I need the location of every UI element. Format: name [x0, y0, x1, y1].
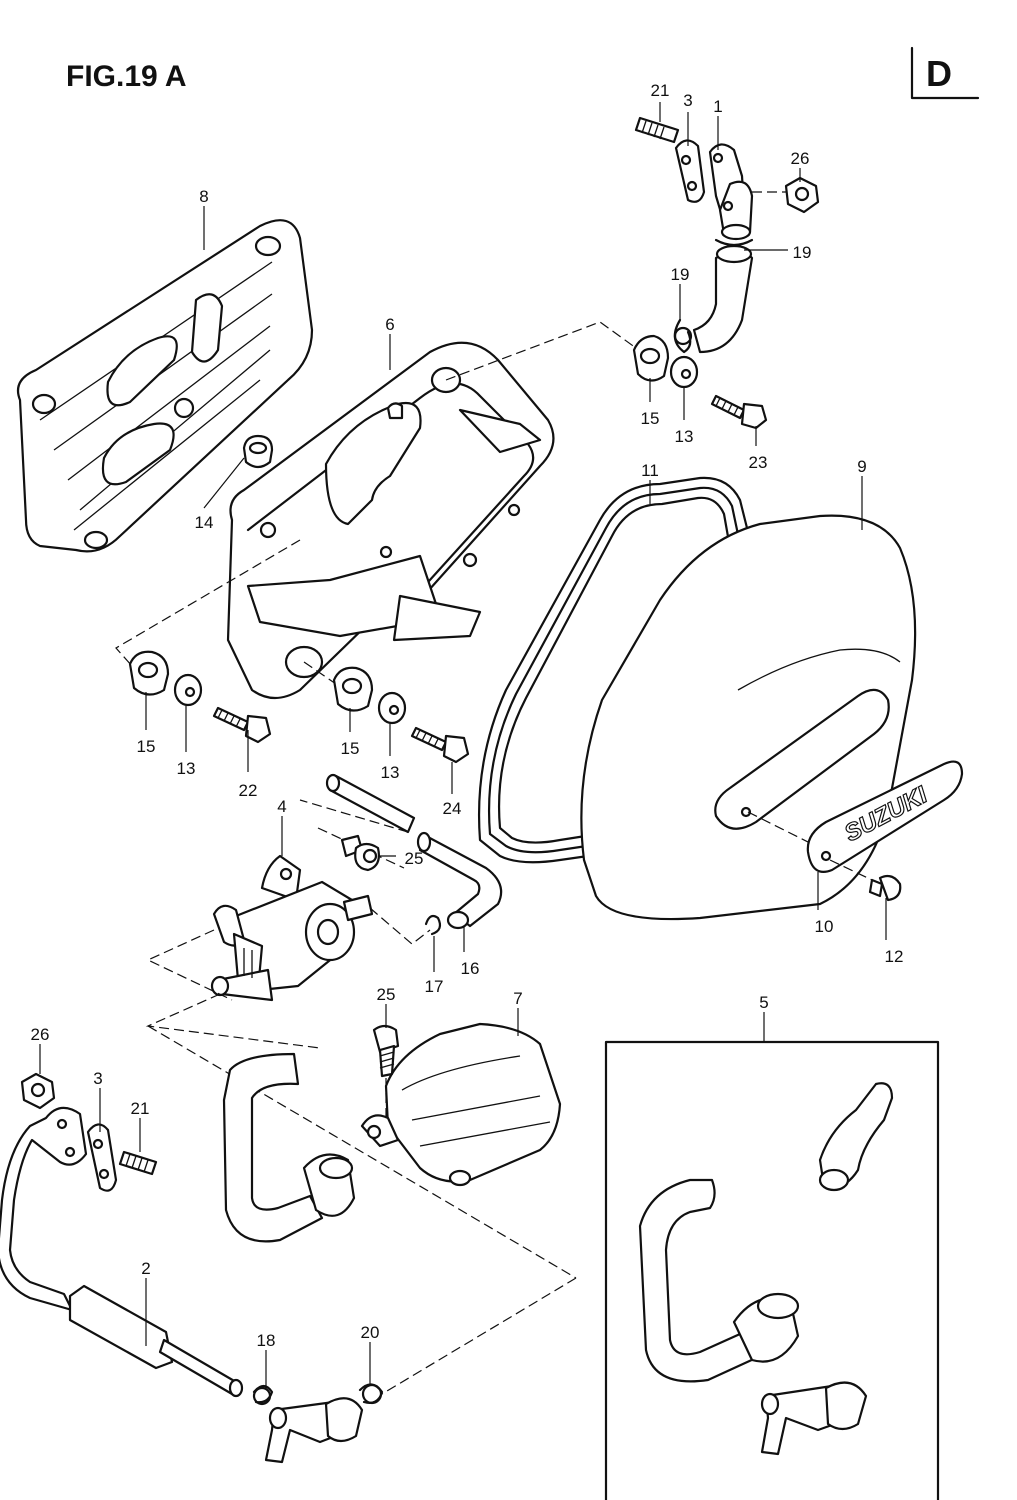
callout-15-left: 15	[137, 737, 156, 756]
alignment-line-cock-left	[146, 929, 233, 1001]
callout-15-mid: 15	[341, 739, 360, 758]
callout-13-top: 13	[675, 427, 694, 446]
screw-25-upper	[340, 834, 380, 872]
stud-bolt-21-lower	[118, 1150, 158, 1176]
callout-4: 4	[277, 797, 286, 816]
washer-13-mid	[377, 691, 407, 725]
fuel-tank-7	[360, 1022, 562, 1187]
callout-22: 22	[239, 781, 258, 800]
alignment-line-long	[147, 1025, 577, 1279]
callout-26-lower: 26	[31, 1025, 50, 1044]
callout-25-upper: 25	[405, 849, 424, 868]
alignment-line-20	[381, 1277, 577, 1395]
bolt-24	[410, 726, 470, 764]
bolt-22	[212, 706, 272, 744]
hose-clip-19-upper	[714, 238, 754, 247]
alignment-line-15-left	[115, 539, 301, 667]
callout-1: 1	[713, 97, 722, 116]
callout-24: 24	[443, 799, 462, 818]
alignment-line-17	[369, 907, 431, 945]
fuel-hose-16	[416, 831, 503, 930]
callout-21-top: 21	[651, 81, 670, 100]
breather-pipe-2	[0, 1106, 244, 1398]
figure-title: FIG.19 A	[66, 60, 187, 93]
callout-25-lower: 25	[377, 985, 396, 1004]
callout-7: 7	[513, 989, 522, 1008]
grommet-15-mid	[332, 666, 374, 712]
callout-15-top: 15	[641, 409, 660, 428]
callout-12: 12	[885, 947, 904, 966]
callouts: 21 3 1 26 19 19 8 6 15 13 23 11 9 14 15 …	[31, 81, 904, 1350]
callout-19-upper: 19	[793, 243, 812, 262]
gasket-3-lower	[86, 1123, 118, 1192]
hose-joint-lower	[264, 1397, 364, 1464]
callout-11: 11	[641, 461, 659, 480]
callout-17: 17	[425, 977, 444, 996]
alignment-line-12	[829, 859, 873, 881]
callout-13-mid: 13	[381, 763, 400, 782]
air-cleaner-base-6	[226, 341, 555, 700]
callout-9: 9	[857, 457, 866, 476]
hose-clip-20	[358, 1383, 384, 1405]
bolt-23	[710, 394, 768, 430]
callout-3-top: 3	[683, 91, 692, 110]
callout-14: 14	[195, 513, 214, 532]
hose-set-5	[604, 1040, 940, 1500]
alignment-line-hose	[299, 799, 409, 833]
stud-bolt-21-top	[634, 116, 680, 144]
leader-lines	[39, 102, 887, 1388]
breather-hose-top	[692, 244, 754, 354]
alignment-line-15-mid	[303, 661, 337, 685]
alignment-line-cock-lower	[145, 993, 321, 1049]
callout-5: 5	[759, 993, 768, 1012]
nut-26-top	[784, 176, 820, 214]
grommet-14	[242, 434, 274, 469]
callout-21-lower: 21	[131, 1099, 150, 1118]
hose-clip-19-lower	[673, 318, 693, 354]
fuel-cock-4	[210, 854, 374, 1002]
gasket-3-top	[674, 139, 706, 203]
hose-clip-17	[424, 914, 442, 936]
callout-23: 23	[749, 453, 768, 472]
callout-6: 6	[385, 315, 394, 334]
screw-25-lower	[372, 1024, 400, 1078]
screw-12	[868, 874, 902, 902]
callout-26-top: 26	[791, 149, 810, 168]
section-box: D	[910, 46, 980, 100]
callout-16: 16	[461, 959, 480, 978]
callout-3-lower: 3	[93, 1069, 102, 1088]
grommet-15-top	[632, 334, 670, 382]
air-cleaner-case-8	[16, 219, 314, 553]
callout-20: 20	[361, 1323, 380, 1342]
washer-13-left	[173, 673, 203, 707]
callout-19-lower: 19	[671, 265, 690, 284]
hose-piece-upper	[325, 773, 416, 834]
callout-8: 8	[199, 187, 208, 206]
hose-clip-18	[252, 1384, 274, 1406]
callout-10: 10	[815, 917, 834, 936]
breather-elbow-1	[708, 143, 754, 241]
callout-18: 18	[257, 1331, 276, 1350]
section-letter: D	[926, 53, 952, 94]
grommet-15-left	[128, 650, 170, 696]
callout-2: 2	[141, 1259, 150, 1278]
alignment-line-15-top	[445, 321, 637, 381]
nut-26-lower	[20, 1072, 56, 1110]
callout-13-left: 13	[177, 759, 196, 778]
washer-13-top	[669, 355, 699, 389]
fuel-hose-lower	[222, 1052, 356, 1243]
air-cleaner-cover-9	[580, 514, 917, 921]
